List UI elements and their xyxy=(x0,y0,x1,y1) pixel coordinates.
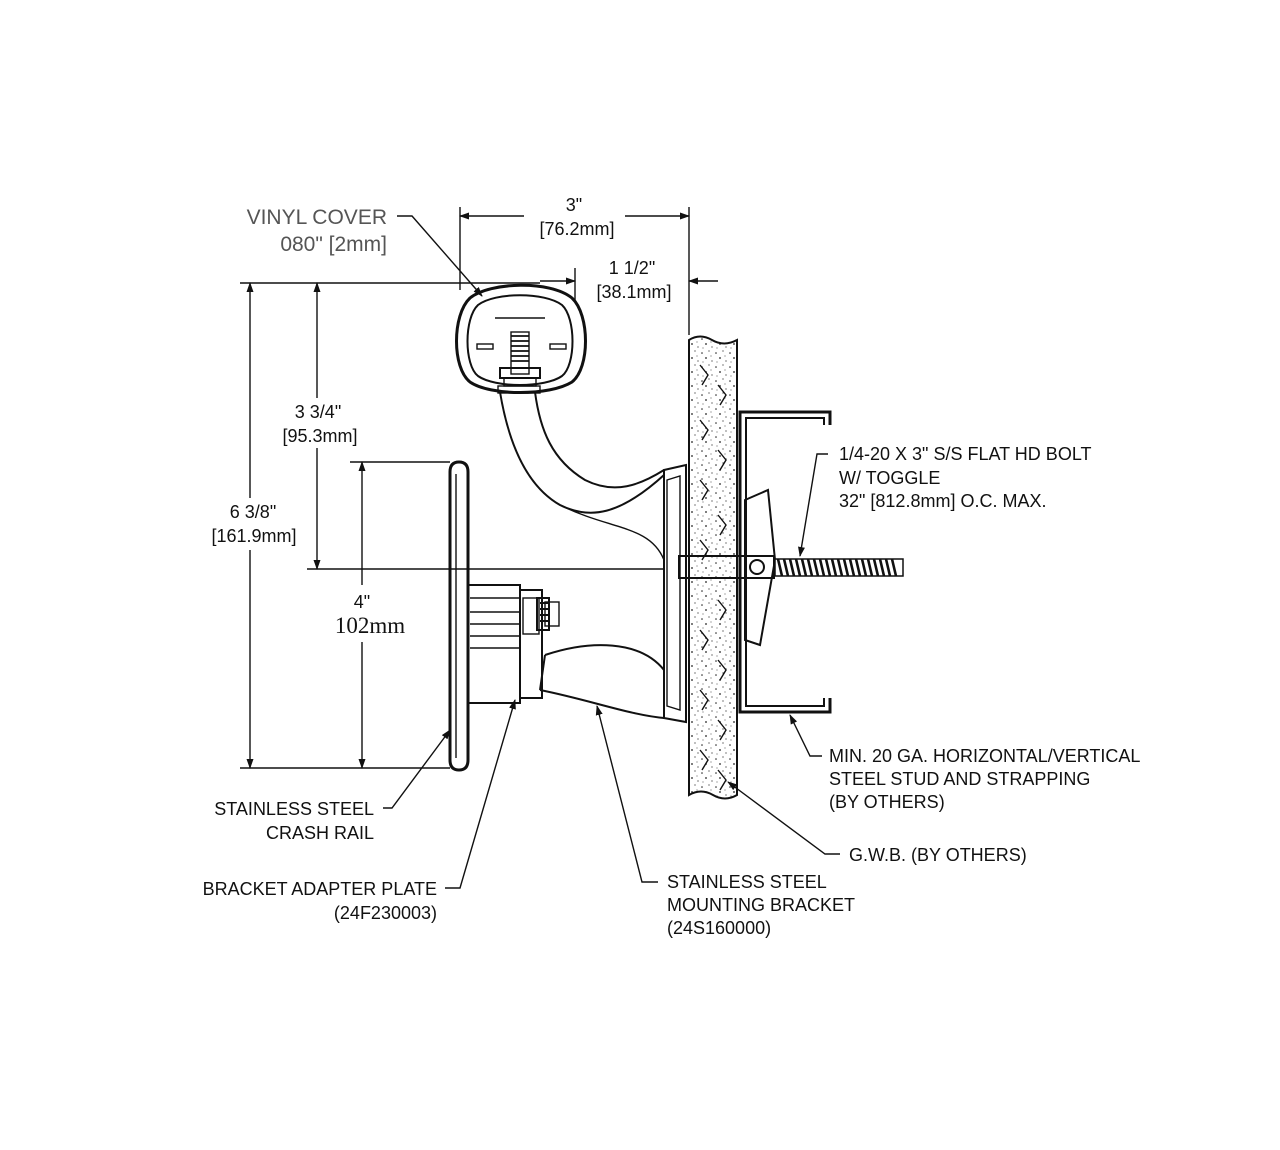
mounting-bracket-label-3: (24S160000) xyxy=(667,918,771,938)
projection-metric: [38.1mm] xyxy=(596,282,671,302)
dim-projection xyxy=(540,268,718,300)
mounting-bracket-label-1: STAINLESS STEEL xyxy=(667,872,827,892)
bolt-label-1: 1/4-20 X 3" S/S FLAT HD BOLT xyxy=(839,444,1091,464)
adapter-plate-label-2: (24F230003) xyxy=(334,903,437,923)
crash-rail xyxy=(448,460,470,772)
stud-label-1: MIN. 20 GA. HORIZONTAL/VERTICAL xyxy=(829,746,1140,766)
rail-width-imperial: 3" xyxy=(566,195,582,215)
upper-height-metric: [95.3mm] xyxy=(282,426,357,446)
crash-rail-height-imperial: 4" xyxy=(354,592,370,612)
dim-rail-width xyxy=(459,207,690,335)
vinyl-cover-label-1: VINYL COVER xyxy=(247,206,387,229)
overall-height-imperial: 6 3/8" xyxy=(230,502,276,522)
crash-rail-label-1: STAINLESS STEEL xyxy=(214,799,374,819)
bolt-label-2: W/ TOGGLE xyxy=(839,468,940,488)
dim-crash-rail-height xyxy=(350,461,450,769)
projection-imperial: 1 1/2" xyxy=(609,258,655,278)
gwb-label: G.W.B. (BY OTHERS) xyxy=(849,845,1027,865)
vinyl-cover-rail xyxy=(455,283,587,394)
stud-label-3: (BY OTHERS) xyxy=(829,792,945,812)
adapter-plate-label-1: BRACKET ADAPTER PLATE xyxy=(203,879,437,899)
stud-label-2: STEEL STUD AND STRAPPING xyxy=(829,769,1090,789)
toggle-bolt xyxy=(678,488,904,647)
dim-overall-height xyxy=(240,282,540,769)
mounting-bracket-label-2: MOUNTING BRACKET xyxy=(667,895,855,915)
bolt-thread xyxy=(774,558,904,577)
leader-lines xyxy=(383,215,840,889)
bolt-label-3: 32" [812.8mm] O.C. MAX. xyxy=(839,491,1046,511)
upper-height-imperial: 3 3/4" xyxy=(295,402,341,422)
vinyl-cover-label-2: 080" [2mm] xyxy=(280,233,387,256)
crash-rail-label-2: CRASH RAIL xyxy=(266,823,374,843)
overall-height-metric: [161.9mm] xyxy=(211,526,296,546)
gwb-wall xyxy=(688,335,738,800)
mounting-bracket xyxy=(499,391,687,724)
crash-rail-height-metric: 102mm xyxy=(335,613,405,638)
bracket-adapter-plate xyxy=(467,584,560,704)
rail-width-metric: [76.2mm] xyxy=(539,219,614,239)
dim-upper-height xyxy=(307,282,664,570)
